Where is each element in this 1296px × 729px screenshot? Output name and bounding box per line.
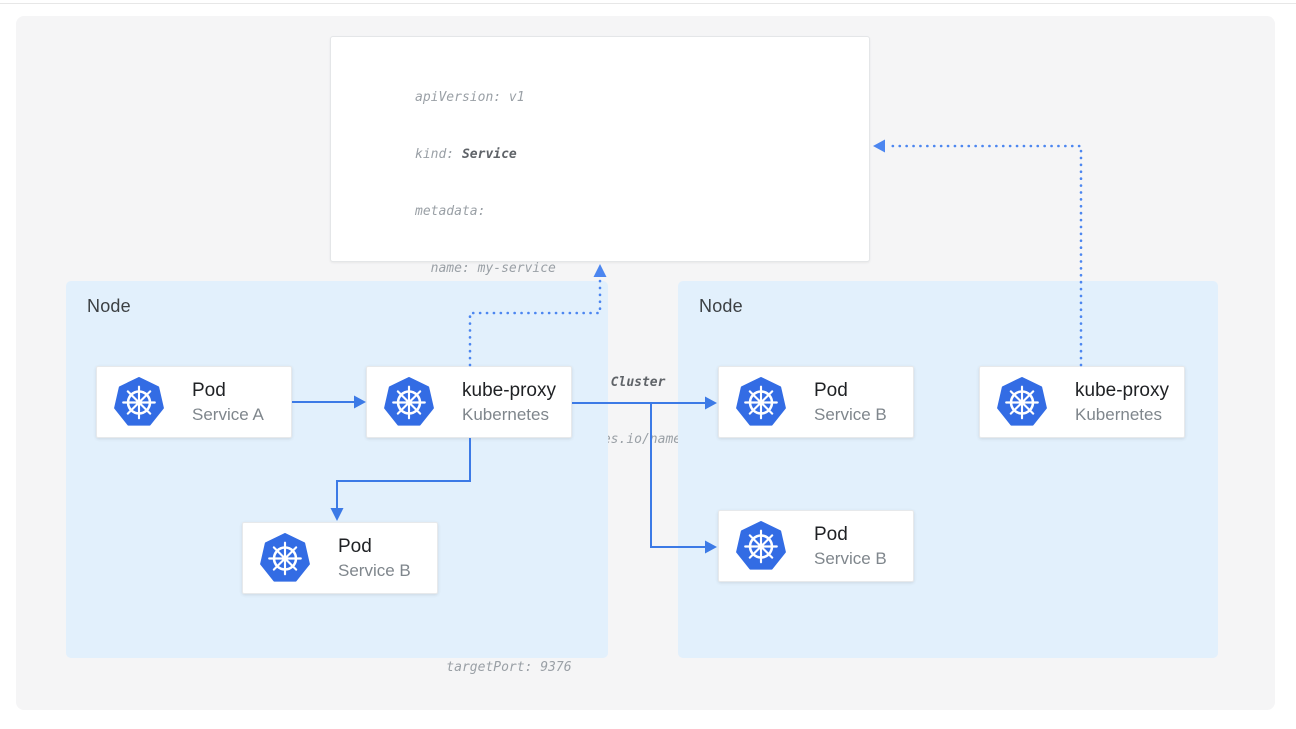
- card-title: Pod: [814, 523, 848, 545]
- card-pod-service-b-top-right: Pod Service B: [718, 366, 914, 438]
- card-title: Pod: [814, 379, 848, 401]
- card-title: kube-proxy: [1075, 379, 1169, 401]
- kubernetes-icon: [735, 520, 787, 570]
- card-pod-service-b-bottom-right: Pod Service B: [718, 510, 914, 582]
- top-divider: [0, 3, 1296, 4]
- kubernetes-icon: [113, 376, 165, 426]
- card-subtitle: Kubernetes: [1075, 404, 1162, 424]
- node-box-left: Node: [66, 281, 608, 658]
- card-pod-service-b-left: Pod Service B: [242, 522, 438, 594]
- card-subtitle: Service B: [814, 404, 887, 424]
- card-title: Pod: [192, 379, 226, 401]
- card-kube-proxy-left: kube-proxy Kubernetes: [366, 366, 572, 438]
- yaml-line: apiVersion: v1: [415, 90, 525, 105]
- card-subtitle: Kubernetes: [462, 404, 549, 424]
- kubernetes-icon: [735, 376, 787, 426]
- service-yaml-card: apiVersion: v1 kind: Service metadata: n…: [330, 36, 870, 675]
- node-label-left: Node: [87, 296, 131, 316]
- node-box-right: Node: [678, 281, 1218, 658]
- kubernetes-icon: [996, 376, 1048, 426]
- card-subtitle: Service B: [814, 548, 887, 568]
- yaml-line: kind: Service: [415, 147, 517, 162]
- card-title: kube-proxy: [462, 379, 556, 401]
- card-title: Pod: [338, 535, 372, 557]
- node-label-right: Node: [699, 296, 743, 316]
- diagram-canvas: apiVersion: v1 kind: Service metadata: n…: [16, 16, 1275, 710]
- kubernetes-icon: [259, 532, 311, 582]
- yaml-line: name: my-service: [415, 261, 556, 276]
- card-subtitle: Service B: [338, 560, 411, 580]
- card-pod-service-a: Pod Service A: [96, 366, 292, 438]
- card-kube-proxy-right: kube-proxy Kubernetes: [979, 366, 1185, 438]
- kubernetes-icon: [383, 376, 435, 426]
- yaml-line: targetPort: 9376: [415, 660, 572, 675]
- card-subtitle: Service A: [192, 404, 264, 424]
- yaml-line: metadata:: [415, 204, 486, 219]
